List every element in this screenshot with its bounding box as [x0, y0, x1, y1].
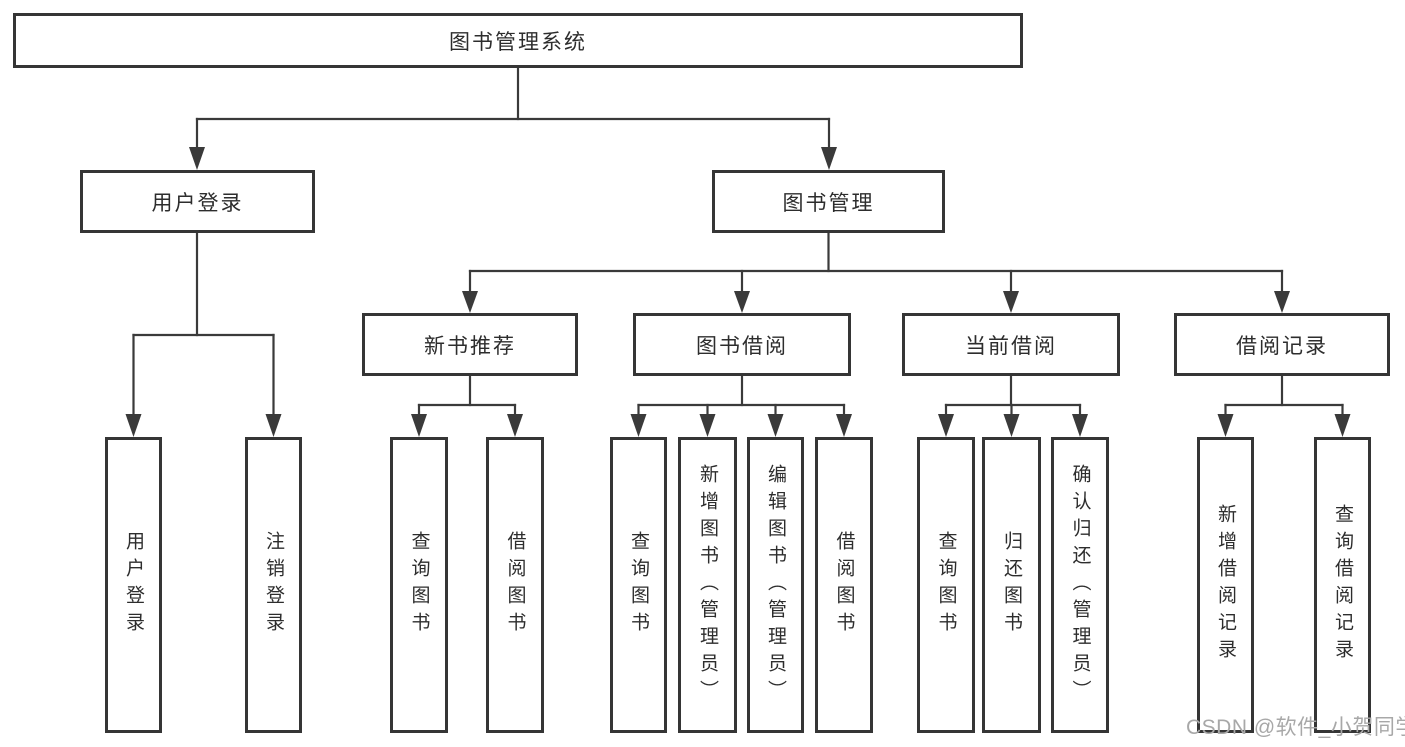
node-root-label: 图书管理系统	[449, 30, 587, 54]
node-leaf-logout: 注销登录	[245, 437, 302, 733]
node-borrowing-records-label: 借阅记录	[1236, 334, 1328, 358]
node-leaf-br-query-record-label: 查询借阅记录	[1332, 504, 1353, 666]
node-leaf-rec-query-books-label: 查询图书	[408, 531, 430, 639]
node-leaf-br-add-record: 新增借阅记录	[1197, 437, 1254, 733]
node-leaf-rec-query-books: 查询图书	[390, 437, 448, 733]
node-leaf-cb-confirm-return-admin-label: 确认归还（管理员）	[1069, 463, 1091, 707]
node-book-management-label: 图书管理	[782, 191, 875, 215]
node-leaf-bb-query-books-label: 查询图书	[628, 531, 649, 639]
node-leaf-bb-add-books-admin-label: 新增图书（管理员）	[697, 463, 718, 707]
node-current-borrowing-label: 当前借阅	[965, 334, 1057, 358]
node-book-management: 图书管理	[712, 170, 945, 233]
node-book-borrowing-label: 图书借阅	[696, 334, 788, 358]
node-leaf-cb-return-books: 归还图书	[982, 437, 1041, 733]
node-leaf-bb-edit-books-admin: 编辑图书（管理员）	[747, 437, 804, 733]
node-leaf-bb-add-books-admin: 新增图书（管理员）	[678, 437, 737, 733]
node-leaf-cb-confirm-return-admin: 确认归还（管理员）	[1051, 437, 1109, 733]
csdn-watermark: CSDN @软件_小贺同学	[1186, 716, 1405, 739]
node-leaf-rec-borrow-books-label: 借阅图书	[504, 531, 526, 639]
node-leaf-bb-edit-books-admin-label: 编辑图书（管理员）	[765, 463, 786, 707]
node-leaf-bb-borrow-books: 借阅图书	[815, 437, 873, 733]
node-leaf-cb-return-books-label: 归还图书	[1001, 531, 1022, 639]
node-root-system: 图书管理系统	[13, 13, 1023, 68]
node-leaf-br-add-record-label: 新增借阅记录	[1215, 504, 1236, 666]
node-book-borrowing: 图书借阅	[633, 313, 851, 376]
node-user-login-label: 用户登录	[151, 191, 244, 215]
node-leaf-bb-borrow-books-label: 借阅图书	[833, 531, 855, 639]
node-new-book-recommendation-label: 新书推荐	[424, 334, 516, 358]
node-borrowing-records: 借阅记录	[1174, 313, 1390, 376]
node-leaf-user-login: 用户登录	[105, 437, 162, 733]
node-user-login: 用户登录	[80, 170, 315, 233]
node-current-borrowing: 当前借阅	[902, 313, 1120, 376]
node-leaf-br-query-record: 查询借阅记录	[1314, 437, 1371, 733]
node-leaf-user-login-label: 用户登录	[123, 531, 144, 639]
node-leaf-cb-query-books: 查询图书	[917, 437, 975, 733]
node-leaf-cb-query-books-label: 查询图书	[935, 531, 957, 639]
node-leaf-logout-label: 注销登录	[263, 531, 284, 639]
node-new-book-recommendation: 新书推荐	[362, 313, 578, 376]
node-leaf-bb-query-books: 查询图书	[610, 437, 667, 733]
node-leaf-rec-borrow-books: 借阅图书	[486, 437, 544, 733]
